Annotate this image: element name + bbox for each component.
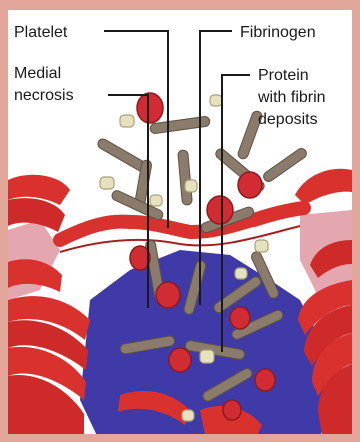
label-medial-necrosis-line2: necrosis [14, 87, 74, 104]
label-medial-necrosis-line1: Medial [14, 65, 61, 82]
label-platelet: Platelet [14, 24, 68, 41]
label-protein-line1: Protein [258, 67, 309, 84]
label-fibrinogen: Fibrinogen [240, 24, 316, 41]
label-protein-line2: with fibrin [257, 89, 326, 106]
label-protein-line3: deposits [258, 111, 318, 128]
